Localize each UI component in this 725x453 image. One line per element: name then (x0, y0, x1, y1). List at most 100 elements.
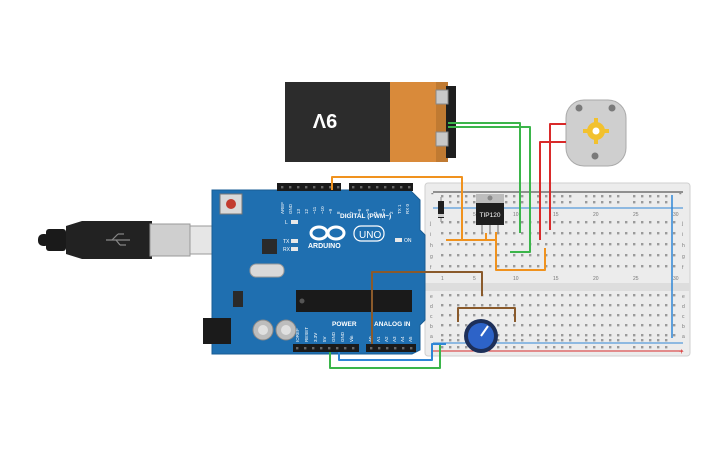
breadboard-hole (545, 339, 548, 342)
wires[interactable] (329, 122, 566, 369)
breadboard-hole (521, 314, 524, 317)
row-letter: e (430, 294, 433, 300)
diode[interactable] (438, 197, 444, 222)
breadboard-hole (665, 304, 668, 307)
breadboard-hole (577, 254, 580, 257)
pin-label: 8 (336, 211, 341, 214)
breadboard-hole (649, 334, 652, 337)
pin-label: ~6 (357, 208, 362, 214)
breadboard-hole (473, 195, 476, 198)
potentiometer[interactable] (464, 319, 498, 353)
wire-5v[interactable] (329, 345, 441, 369)
wire-signal[interactable] (331, 176, 487, 241)
pin-label: A5 (408, 336, 413, 342)
wire-motor-b[interactable] (539, 141, 566, 240)
row-letter: i (682, 232, 683, 238)
breadboard-hole (553, 334, 556, 337)
wire-pot-wiper[interactable] (371, 271, 483, 344)
header-pin (402, 347, 405, 350)
breadboard-hole (585, 243, 588, 246)
breadboard-hole (625, 265, 628, 268)
breadboard-hole (641, 334, 644, 337)
arduino-uno-board[interactable]: AREF GND 13 12 ~11 ~10 ~9 8 7 ~6 ~5 4 ~3… (203, 183, 426, 355)
power-headers[interactable] (293, 344, 416, 352)
breadboard-hole (497, 314, 500, 317)
wire-battery-pos[interactable] (448, 126, 531, 253)
breadboard-hole (497, 304, 500, 307)
breadboard-hole (649, 243, 652, 246)
digital-headers[interactable] (277, 183, 413, 191)
breadboard-hole (441, 324, 444, 327)
breadboard-hole (465, 324, 468, 327)
breadboard-hole (521, 232, 524, 235)
battery-9v[interactable]: 9V (285, 82, 456, 162)
breadboard-hole (537, 346, 540, 349)
breadboard-hole (441, 243, 444, 246)
breadboard-hole (545, 243, 548, 246)
breadboard-hole (601, 304, 604, 307)
arduino-logo-icon (309, 225, 346, 241)
wire-orange-c[interactable] (495, 232, 546, 271)
pin-label: 2 (389, 211, 394, 214)
header-pin (336, 347, 339, 350)
breadboard[interactable]: - - + j i h g f e d c b a j i h g f e d … (424, 182, 691, 357)
breadboard-hole (473, 221, 476, 224)
breadboard-hole (441, 254, 444, 257)
breadboard-hole (665, 195, 668, 198)
breadboard-hole (441, 346, 444, 349)
wire-battery-neg[interactable] (448, 122, 521, 233)
reset-button[interactable] (219, 193, 243, 215)
breadboard-hole (489, 254, 492, 257)
pin-label: A2 (384, 336, 389, 342)
breadboard-hole (641, 339, 644, 342)
breadboard-hole (569, 324, 572, 327)
usb-cable[interactable] (38, 221, 241, 259)
header-pin (370, 347, 373, 350)
breadboard-hole (593, 243, 596, 246)
breadboard-hole (441, 265, 444, 268)
breadboard-hole (521, 243, 524, 246)
uno-badge-text: UNO (359, 230, 381, 241)
breadboard-hole (529, 324, 532, 327)
breadboard-hole (529, 294, 532, 297)
header-pin (400, 186, 403, 189)
breadboard-hole (601, 324, 604, 327)
breadboard-hole (649, 294, 652, 297)
breadboard-hole (649, 314, 652, 317)
breadboard-hole (513, 201, 516, 204)
breadboard-hole (633, 334, 636, 337)
breadboard-hole (473, 265, 476, 268)
motor-gear-icon (583, 118, 609, 144)
breadboard-hole (593, 254, 596, 257)
breadboard-hole (537, 201, 540, 204)
rail-minus-label-right: - (679, 189, 682, 198)
breadboard-hole (641, 254, 644, 257)
dc-motor[interactable] (565, 99, 627, 167)
breadboard-hole (497, 334, 500, 337)
breadboard-hole (521, 339, 524, 342)
breadboard-hole (609, 221, 612, 224)
breadboard-hole (609, 195, 612, 198)
breadboard-hole (569, 346, 572, 349)
wire-pot-legs[interactable] (457, 307, 516, 322)
breadboard-hole (449, 304, 452, 307)
breadboard-hole (617, 324, 620, 327)
breadboard-hole (513, 324, 516, 327)
breadboard-hole (489, 243, 492, 246)
header-pin (378, 347, 381, 350)
wire-motor-a[interactable] (549, 123, 566, 230)
row-letter: g (430, 254, 433, 260)
breadboard-hole (593, 294, 596, 297)
power-jack[interactable] (203, 318, 231, 344)
battery-voltage-label: 9V (312, 109, 337, 131)
breadboard-hole (633, 304, 636, 307)
tip120-transistor[interactable]: TIP120 (476, 194, 504, 232)
pin-label: ~11 (312, 206, 317, 214)
breadboard-hole (609, 243, 612, 246)
wire-gnd[interactable] (338, 343, 446, 361)
breadboard-hole (569, 265, 572, 268)
breadboard-hole (457, 339, 460, 342)
column-number: 1 (441, 276, 444, 282)
breadboard-hole (657, 294, 660, 297)
